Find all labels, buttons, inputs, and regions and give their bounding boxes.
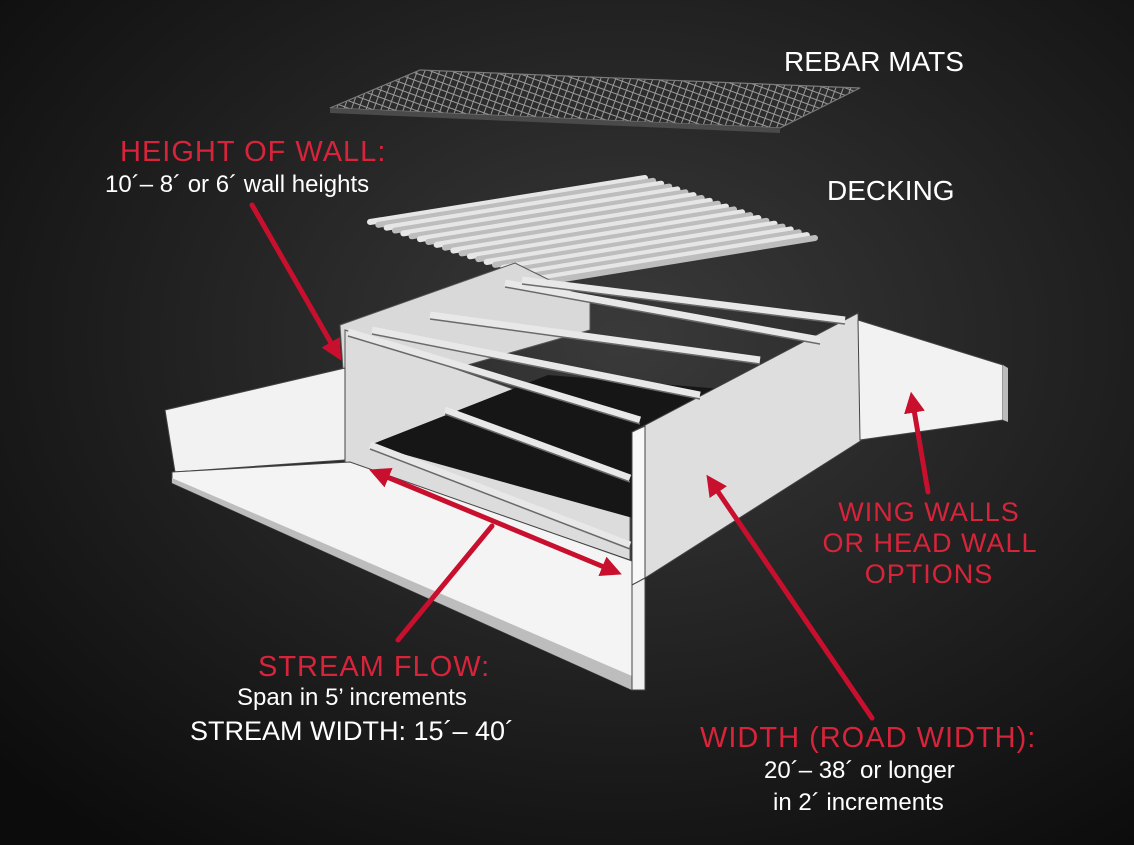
- stream-flow-title: STREAM FLOW:: [258, 651, 491, 683]
- deck-plank: [367, 175, 648, 225]
- stream-flow-arrow: [369, 467, 622, 577]
- deck-beam: [371, 326, 701, 399]
- deck-beam-edge: [504, 286, 821, 345]
- deck-beams: [346, 276, 846, 550]
- wing-arrow: [904, 391, 931, 495]
- width-detail-1: 20´– 38´ or longer: [764, 757, 955, 784]
- deck-plank: [467, 209, 746, 260]
- deck-plank: [392, 183, 673, 234]
- wing-walls-line2: OR HEAD WALL: [822, 528, 1038, 558]
- wing-walls-line1: WING WALLS: [838, 497, 1020, 527]
- left-wing-wall: [164, 367, 346, 473]
- deck-plank: [500, 220, 778, 271]
- annotation-arrows: [249, 202, 931, 721]
- deck-plank: [517, 226, 794, 277]
- wing-walls-line3: OPTIONS: [864, 559, 994, 589]
- deck-beam-edge: [371, 333, 701, 400]
- width-detail-2: in 2´ increments: [773, 789, 944, 816]
- deck-plank: [400, 186, 681, 237]
- deck-plank: [375, 177, 657, 228]
- deck-beam: [504, 279, 821, 344]
- rebar-mats-label: REBAR MATS: [784, 46, 964, 77]
- stream-flow-detail: Span in 5’ increments: [237, 684, 467, 711]
- deck-plank: [442, 200, 721, 251]
- deck-plank: [508, 223, 786, 274]
- decking-planks: [367, 175, 818, 285]
- deck-plank: [383, 180, 665, 231]
- deck-plank: [450, 203, 729, 254]
- deck-plank: [408, 189, 689, 240]
- box-culvert-structure: [164, 262, 1008, 691]
- deck-plank: [458, 206, 738, 257]
- deck-plank: [417, 192, 697, 243]
- deck-beam-edge: [429, 318, 761, 365]
- width-title: WIDTH (ROAD WIDTH):: [700, 722, 1037, 754]
- stream-pointer-arrow: [395, 523, 495, 643]
- deck-beam: [443, 406, 632, 482]
- width-arrow: [706, 474, 875, 721]
- deck-plank: [483, 215, 762, 265]
- deck-plank: [525, 229, 802, 280]
- deck-plank: [542, 235, 818, 285]
- rebar-mats: [329, 69, 861, 133]
- deck-beam-edge: [521, 283, 846, 325]
- deck-plank: [475, 212, 754, 263]
- deck-beam: [429, 311, 761, 364]
- height-of-wall-detail: 10´– 8´ or 6´ wall heights: [105, 171, 370, 198]
- height-of-wall-title: HEIGHT OF WALL:: [120, 136, 387, 168]
- deck-plank: [533, 232, 810, 283]
- deck-beam: [521, 276, 846, 324]
- decking-label: DECKING: [827, 175, 955, 206]
- height-arrow: [249, 202, 342, 361]
- deck-beam: [346, 328, 642, 424]
- deck-plank: [433, 197, 713, 248]
- stream-width-label: STREAM WIDTH: 15´– 40´: [190, 716, 515, 746]
- deck-beam-edge: [347, 335, 641, 425]
- deck-plank: [492, 217, 770, 268]
- deck-plank: [425, 195, 705, 245]
